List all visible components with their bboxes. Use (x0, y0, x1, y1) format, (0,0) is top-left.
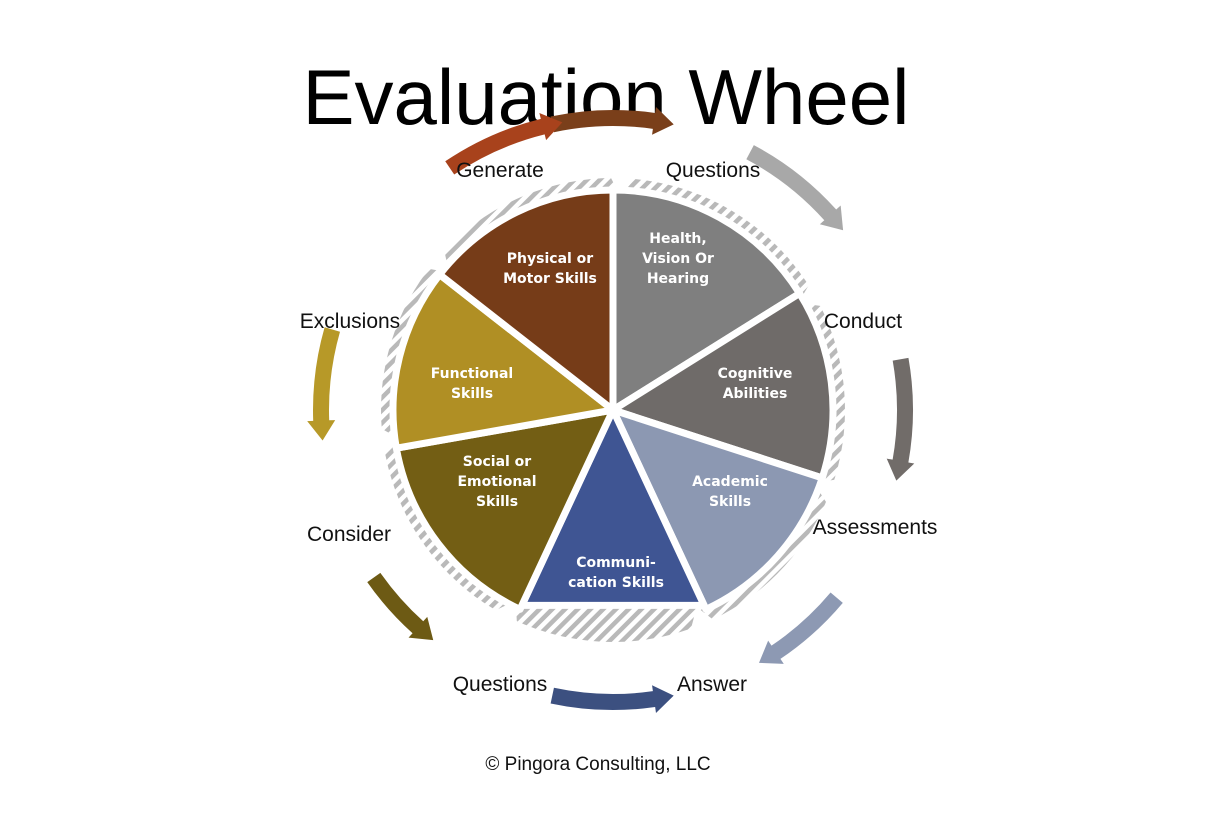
ring-label-assessments: Assessments (813, 516, 938, 539)
segment-label-line: Functional (431, 366, 513, 382)
segment-functional-skills (389, 271, 617, 452)
cycle-arrow-top (550, 107, 674, 135)
segment-health-vision-hearing (609, 186, 804, 414)
ring-notch (689, 606, 717, 634)
segment-label-line: Abilities (723, 386, 788, 402)
ring-label-generate: Generate (456, 159, 544, 182)
segment-label-line: Physical or (507, 251, 594, 267)
segment-label-line: Cognitive (718, 366, 793, 382)
segment-label-line: Skills (709, 494, 751, 510)
segment-social-emotional-skills (392, 406, 617, 613)
ring-label-questions-bottom: Questions (453, 673, 548, 696)
cycle-arrow-right (886, 357, 915, 481)
segment-label-line: Motor Skills (503, 271, 597, 287)
segment-label-line: Hearing (647, 271, 709, 287)
ring-notch (608, 174, 638, 197)
copyright-footer: © Pingora Consulting, LLC (485, 754, 710, 775)
segment-physical-motor-skills (436, 186, 617, 414)
cycle-arrow-upper-right (746, 145, 844, 231)
wheel-segments (389, 186, 837, 613)
segment-label-physical-motor-skills: Physical or Motor Skills (503, 251, 597, 287)
segment-label-communication-skills: Communi-cation Skills (568, 555, 664, 591)
segment-label-line: Skills (476, 494, 518, 510)
segment-label-line: Health, (649, 231, 706, 247)
ring-label-consider: Consider (307, 523, 391, 546)
ring-label-answer: Answer (677, 673, 747, 696)
segment-label-health-vision-hearing: Health, Vision Or Hearing (642, 231, 714, 287)
cycle-arrow-upper-left (445, 112, 563, 175)
ring-notch (377, 426, 402, 456)
outer-cycle-arrows (307, 107, 915, 713)
segment-label-line: Emotional (457, 474, 536, 490)
cycle-arrow-lower-left (367, 572, 434, 641)
segment-label-line: Vision Or (642, 251, 714, 267)
diagram-title: Evaluation Wheel (302, 53, 909, 141)
ring-label-questions-top: Questions (666, 159, 761, 182)
segment-label-line: Social or (463, 454, 532, 470)
cycle-arrow-lower-right (759, 592, 843, 664)
cycle-arrow-bottom (550, 685, 674, 713)
ring-label-exclusions: Exclusions (300, 310, 400, 333)
segment-label-line: Skills (451, 386, 493, 402)
segment-cognitive-abilities (609, 289, 837, 482)
segment-label-line: Communi- (576, 555, 656, 571)
segment-label-line: Academic (692, 474, 768, 490)
ring-label-conduct: Conduct (824, 310, 902, 333)
ring-labels: Generate Questions Conduct Assessments A… (300, 159, 938, 696)
segment-label-line: cation Skills (568, 575, 664, 591)
cycle-arrow-left (307, 327, 341, 441)
segment-academic-skills (609, 406, 826, 613)
